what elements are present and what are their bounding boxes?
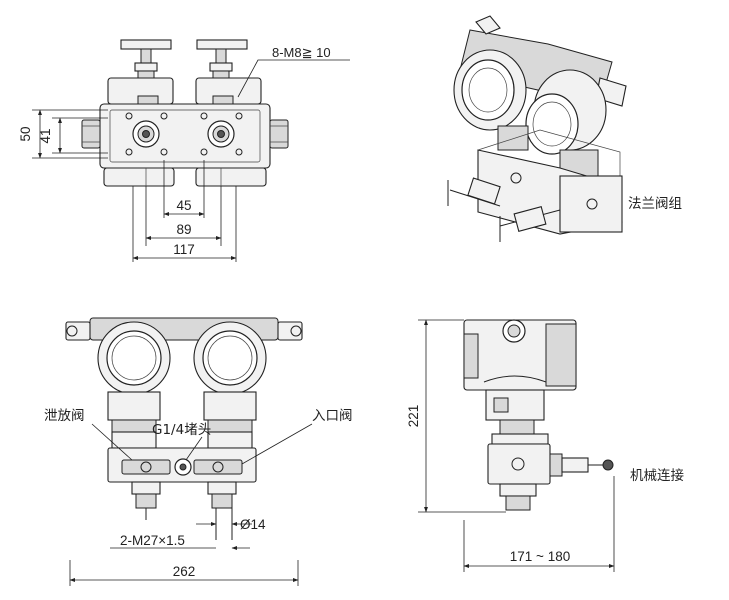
dim-89-label: 89 bbox=[176, 222, 191, 237]
flange-valve-label: 法兰阀组 bbox=[628, 196, 682, 212]
dim-221-label: 221 bbox=[406, 405, 421, 428]
front-display-left bbox=[106, 330, 162, 386]
port-right bbox=[207, 120, 235, 148]
handwheel-left bbox=[120, 39, 172, 80]
inlet-valve-label: 入口阀 bbox=[312, 408, 353, 424]
bolt-holes bbox=[125, 112, 243, 156]
dim-41-label: 41 bbox=[38, 128, 53, 143]
front-view: 泄放阀 G1/4堵头 入口阀 Ø14 2-M27×1.5 262 bbox=[44, 317, 353, 586]
thread-label: 2-M27×1.5 bbox=[120, 533, 185, 548]
dim-45-label: 45 bbox=[176, 198, 191, 213]
port-left bbox=[132, 120, 160, 148]
mechanical-connection-knob bbox=[602, 459, 614, 471]
side-port-right bbox=[269, 119, 289, 149]
dim-262-label: 262 bbox=[173, 564, 196, 579]
plug-label: G1/4堵头 bbox=[152, 422, 211, 438]
side-view: 221 机械连接 171 ~ 180 bbox=[406, 319, 684, 572]
side-manifold bbox=[487, 443, 551, 485]
cable-gland-left bbox=[65, 321, 91, 341]
dim-50-label: 50 bbox=[18, 126, 33, 141]
dim-117-label: 117 bbox=[173, 242, 195, 257]
iso-view: 法兰阀组 bbox=[447, 15, 682, 242]
top-view: 8-M8≧ 10 50 41 45 89 117 bbox=[18, 39, 350, 262]
manifold-body-top bbox=[99, 103, 271, 169]
side-port-left bbox=[81, 119, 101, 149]
display-window-right bbox=[525, 93, 579, 155]
thread-callout-label: 8-M8≧ 10 bbox=[272, 45, 331, 60]
vent-valve-label: 泄放阀 bbox=[44, 408, 85, 424]
cable-gland-right bbox=[277, 321, 303, 341]
handwheel-right bbox=[196, 39, 248, 80]
mechanical-connection-label: 机械连接 bbox=[630, 467, 684, 484]
dim-171-180-label: 171 ~ 180 bbox=[510, 549, 570, 564]
diameter-label: Ø14 bbox=[240, 517, 266, 532]
display-window-left bbox=[461, 59, 515, 121]
front-display-right bbox=[202, 330, 258, 386]
